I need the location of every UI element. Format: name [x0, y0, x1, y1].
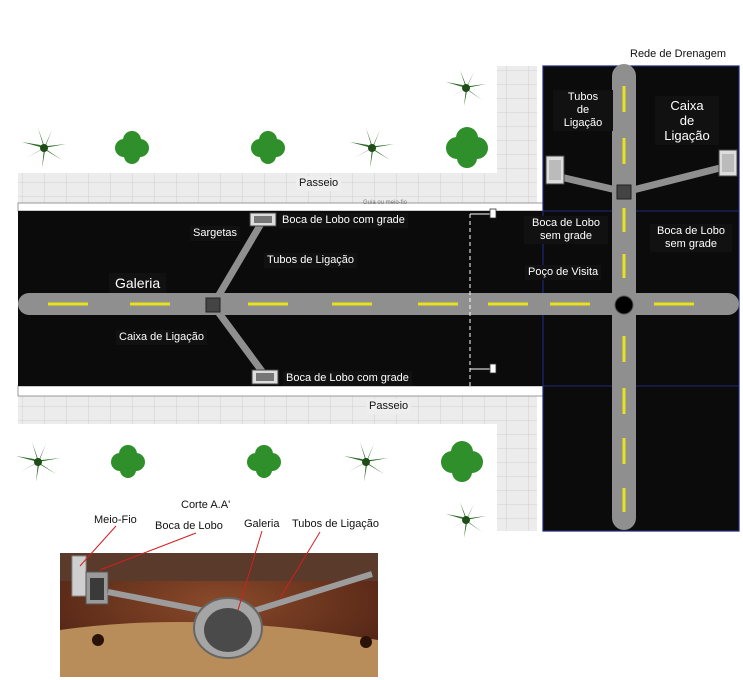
cross-section-image	[60, 553, 378, 677]
section-pointer-lines	[79, 525, 321, 611]
label-boca-de-lobo: Boca de Lobo	[155, 520, 223, 532]
palm-tree-icon	[446, 502, 486, 538]
palm-tree-icon	[16, 442, 60, 482]
storm-drain-no-grate-right	[718, 149, 738, 177]
bush-icon	[111, 445, 145, 478]
bush-icon	[441, 441, 483, 482]
label-passeio-top: Passeio	[296, 176, 342, 191]
storm-drain-no-grate-left	[545, 155, 565, 185]
label-tubos-de-ligacao: Tubos de Ligação	[292, 518, 380, 530]
curb-bottom	[17, 385, 544, 397]
label-tubos-ligacao-right: Tubos de Ligação	[553, 90, 613, 131]
label-galeria-section: Galeria	[244, 518, 280, 530]
connection-box-main	[205, 297, 221, 313]
label-caixa-ligacao-right: Caixa de Ligação	[655, 96, 719, 145]
sidewalk-bottom-vertical	[497, 396, 537, 531]
label-meio-fio: Meio-Fio	[94, 514, 137, 526]
section-cut-line	[469, 208, 497, 386]
storm-drain-grate-top	[249, 212, 277, 227]
bush-icon	[251, 131, 285, 164]
label-boca-lobo-sem-grade-right: Boca de Lobo sem grade	[650, 224, 732, 252]
sidewalk-top	[18, 173, 498, 203]
label-galeria: Galeria	[109, 273, 167, 293]
label-rede-drenagem: Rede de Drenagem	[630, 48, 727, 60]
palm-tree-icon	[446, 70, 486, 106]
curb-top	[17, 202, 544, 212]
label-boca-lobo-grade-top: Boca de Lobo com grade	[279, 213, 408, 228]
bush-icon	[446, 127, 488, 168]
palm-tree-icon	[350, 128, 394, 168]
sidewalk-bottom	[18, 396, 498, 424]
storm-drain-grate-bottom	[251, 369, 279, 385]
palm-tree-icon	[22, 128, 66, 168]
palm-tree-icon	[344, 442, 388, 482]
label-passeio-bottom: Passeio	[366, 399, 412, 414]
label-tubos-ligacao-main: Tubos de Ligação	[264, 253, 358, 268]
gallery-pipe-horizontal	[18, 293, 739, 315]
connection-box-right	[616, 184, 632, 200]
bush-icon	[247, 445, 281, 478]
tree-icons	[16, 70, 488, 538]
label-poco-visita: Poço de Visita	[525, 265, 602, 280]
label-boca-lobo-sem-grade-left: Boca de Lobo sem grade	[524, 216, 608, 244]
label-caixa-ligacao-main: Caixa de Ligação	[116, 330, 208, 345]
manhole	[614, 295, 634, 315]
bush-icon	[115, 131, 149, 164]
label-boca-lobo-grade-bottom: Boca de Lobo com grade	[283, 371, 412, 386]
label-sargetas: Sargetas	[190, 226, 241, 241]
label-guia: Guia ou meio-fio	[363, 200, 408, 206]
sidewalk-top-vertical	[497, 66, 537, 203]
connection-tubes-right	[552, 162, 732, 196]
label-corte: Corte A.A'	[181, 499, 231, 511]
connection-tubes-main	[209, 218, 268, 378]
